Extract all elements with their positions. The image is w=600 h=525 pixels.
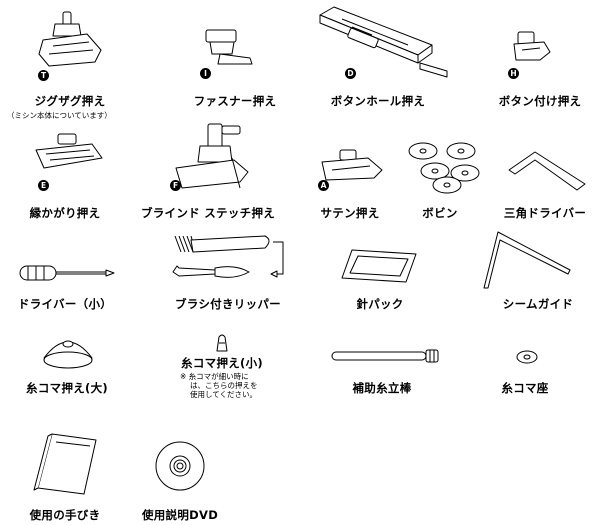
zigzag-badge: T bbox=[38, 70, 49, 81]
satin-badge: A bbox=[318, 180, 329, 191]
seam-guide-label: シームガイド bbox=[502, 297, 574, 311]
button-sewing-foot-icon bbox=[513, 31, 551, 61]
buttonhole-badge: D bbox=[345, 68, 356, 79]
spool-cap-small-note-2: は、こちらの押えを bbox=[190, 381, 258, 390]
needle-pack-label: 針パック bbox=[356, 297, 404, 311]
small-screwdriver-icon bbox=[19, 265, 115, 281]
spool-cap-small-icon bbox=[216, 334, 228, 352]
zipper-foot-label: ファスナー押え bbox=[193, 94, 277, 108]
seam-guide-icon bbox=[483, 231, 571, 289]
brush-ripper-label: ブラシ付きリッパー bbox=[175, 297, 281, 311]
manual-icon bbox=[33, 433, 97, 495]
dvd-label: 使用説明DVD bbox=[141, 508, 219, 522]
satin-foot-label: サテン押え bbox=[320, 206, 380, 220]
spool-felt-label: 糸コマ座 bbox=[501, 381, 549, 395]
spool-cap-large-icon bbox=[43, 340, 93, 369]
spool-felt-icon bbox=[516, 350, 538, 364]
zigzag-foot-sub: （ミシン本体についています） bbox=[7, 111, 112, 120]
button-sewing-badge: H bbox=[508, 68, 519, 79]
spool-pin-label: 補助糸立棒 bbox=[352, 381, 412, 395]
triangle-screwdriver-icon bbox=[508, 151, 586, 191]
brush-ripper-icon bbox=[172, 235, 284, 278]
buttonhole-foot-label: ボタンホール押え bbox=[330, 94, 426, 108]
spool-cap-small-note-1: ※ 糸コマが細い時に bbox=[180, 372, 249, 381]
overcast-foot-icon bbox=[35, 133, 103, 169]
satin-foot-icon bbox=[321, 149, 383, 181]
spool-cap-small-note-3: 使用してください。 bbox=[190, 390, 258, 399]
spool-pin-icon bbox=[331, 349, 439, 363]
zigzag-foot-label: ジグザグ押え bbox=[34, 94, 106, 108]
needle-pack-icon bbox=[341, 249, 417, 283]
button-sewing-foot-label: ボタン付け押え bbox=[498, 94, 582, 108]
dvd-icon bbox=[155, 441, 205, 491]
spool-cap-large-label: 糸コマ押え(大) bbox=[26, 381, 108, 395]
spool-cap-small-label: 糸コマ押え(小) bbox=[181, 356, 263, 370]
buttonhole-foot-icon bbox=[319, 6, 448, 78]
triangle-screwdriver-label: 三角ドライバー bbox=[503, 206, 587, 220]
small-screwdriver-label: ドライバー（小） bbox=[17, 297, 113, 311]
blind-stitch-foot-icon bbox=[175, 123, 249, 189]
zigzag-foot-icon bbox=[38, 11, 102, 67]
bobbin-icon bbox=[408, 142, 480, 194]
blind-stitch-foot-label: ブラインド ステッチ押え bbox=[140, 206, 276, 220]
zipper-foot-icon bbox=[205, 29, 253, 65]
overcast-badge: E bbox=[38, 180, 49, 191]
overcast-foot-label: 縁かがり押え bbox=[29, 206, 101, 220]
bobbin-label: ボビン bbox=[422, 206, 458, 220]
zipper-badge: I bbox=[200, 68, 211, 79]
blind-stitch-badge: F bbox=[170, 180, 181, 191]
manual-label: 使用の手びき bbox=[29, 508, 101, 522]
